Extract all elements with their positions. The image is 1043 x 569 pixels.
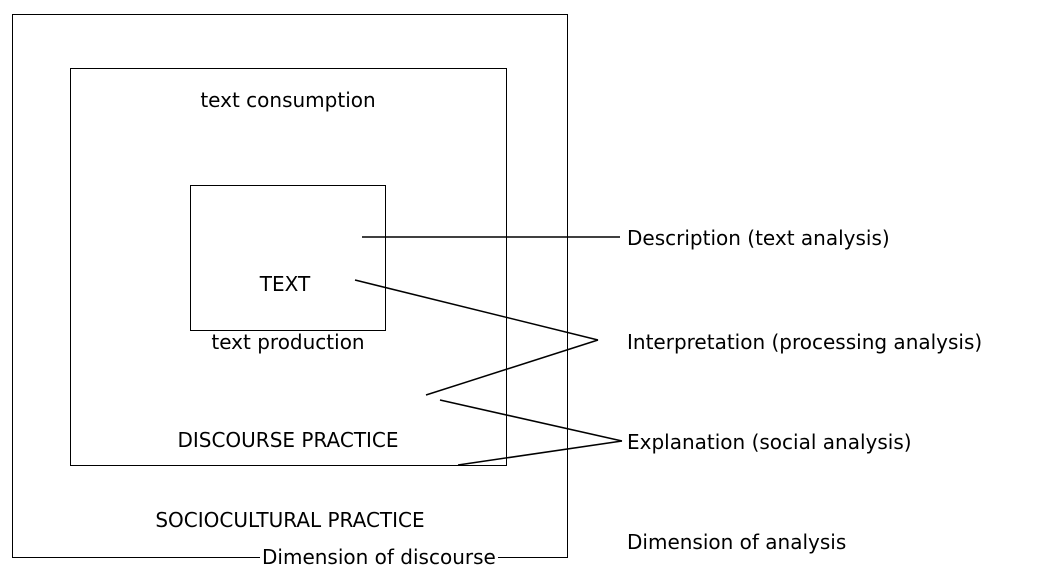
text-label: TEXT (259, 272, 311, 296)
description-label: Description (text analysis) (627, 226, 890, 250)
interpretation-label: Interpretation (processing analysis) (627, 330, 983, 354)
text-box (190, 185, 386, 331)
text-consumption-label: text consumption (200, 88, 376, 112)
discourse-practice-box (70, 68, 507, 466)
dimension-of-discourse-caption: Dimension of discourse (260, 545, 498, 569)
discourse-practice-label: DISCOURSE PRACTICE (177, 428, 399, 452)
dimension-of-analysis-caption: Dimension of analysis (627, 530, 847, 554)
text-production-label: text production (211, 330, 365, 354)
sociocultural-practice-label: SOCIOCULTURAL PRACTICE (155, 508, 425, 532)
explanation-label: Explanation (social analysis) (627, 430, 912, 454)
